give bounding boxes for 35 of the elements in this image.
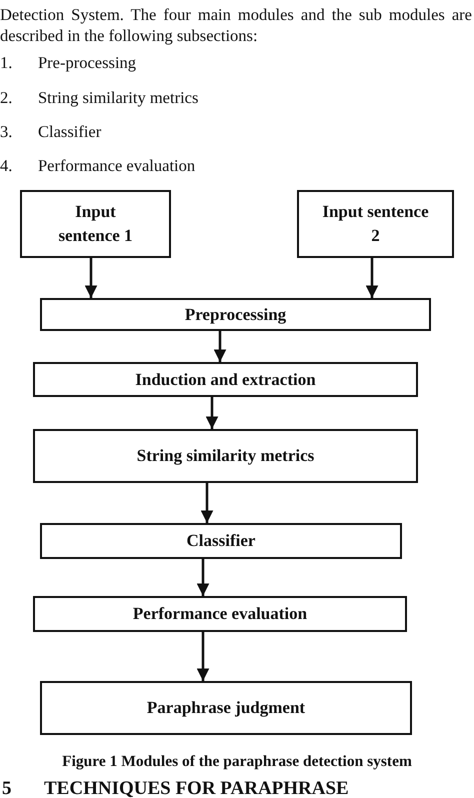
list-item: String similarity metrics: [38, 88, 198, 108]
box-label: Classifier: [186, 530, 256, 552]
box-label: Induction and extraction: [135, 368, 316, 390]
list-item: Classifier: [38, 122, 102, 142]
arrow: [196, 559, 210, 596]
box-label: Paraphrase judgment: [146, 697, 306, 719]
box-label: Preprocessing: [184, 304, 286, 326]
arrow: [214, 331, 226, 362]
arrow: [200, 483, 214, 523]
process-box: [20, 190, 171, 258]
figure-caption: Figure 1 Modules of the paraphrase detection system: [61, 753, 413, 771]
list-number: 1.: [0, 53, 12, 73]
list-item: Performance evaluation: [38, 156, 196, 176]
list-number: 3.: [0, 122, 12, 142]
arrow: [366, 258, 378, 298]
box-label: Input sentence 1: [57, 201, 134, 247]
section-number: 5: [2, 778, 12, 798]
arrow: [84, 258, 98, 298]
process-box: [33, 596, 407, 632]
process-box: [33, 362, 418, 397]
arrow: [196, 632, 210, 681]
arrow: [206, 397, 218, 429]
list-item: Pre-processing: [38, 53, 136, 73]
process-box: [40, 681, 412, 735]
box-label: String similarity metrics: [136, 445, 314, 467]
process-box: [297, 190, 454, 258]
box-label: Input sentence 2: [321, 201, 430, 247]
body-text: Detection System. The four main modules and the sub modules are described in the following subsections:: [0, 4, 472, 46]
process-box: [33, 429, 418, 483]
process-box: [40, 298, 431, 331]
list-number: 4.: [0, 156, 12, 176]
section-heading: TECHNIQUES FOR PARAPHRASE: [44, 778, 349, 798]
box-label: Performance evaluation: [132, 603, 308, 625]
list-number: 2.: [0, 88, 12, 108]
process-box: [40, 523, 402, 559]
